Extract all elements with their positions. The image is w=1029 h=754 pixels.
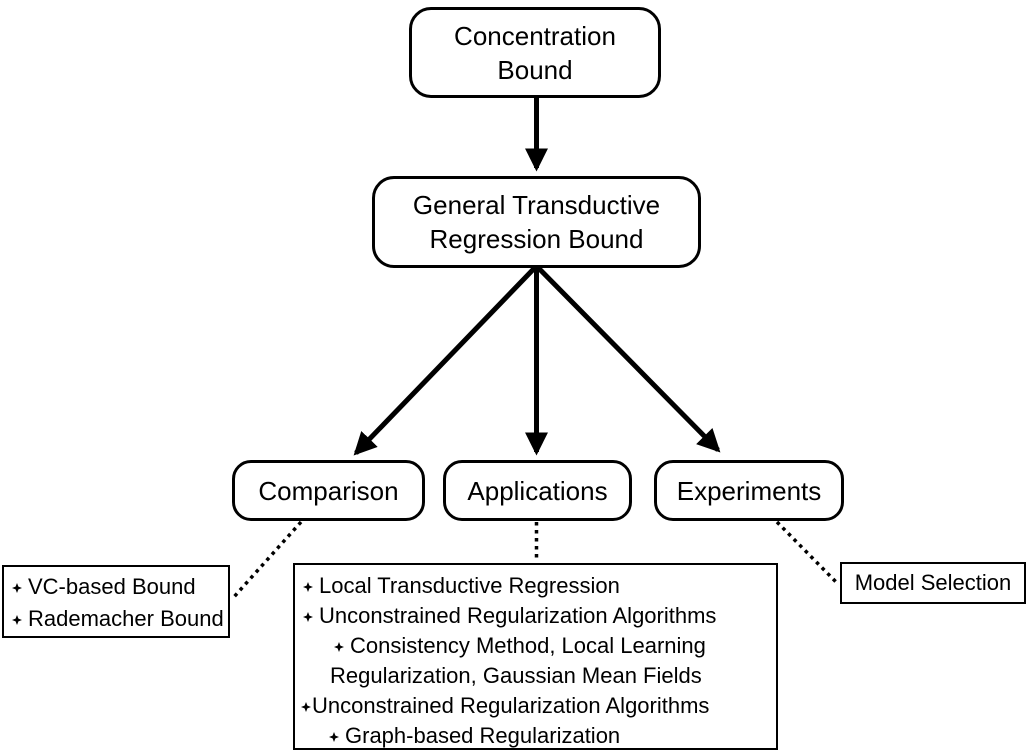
comparison-item-label: VC-based Bound (28, 574, 196, 599)
arrow-general-to-experiments (534, 264, 721, 453)
node-general-transductive-label: General Transductive Regression Bound (412, 190, 661, 254)
node-applications: Applications (443, 460, 632, 521)
model-selection-box: Model Selection (840, 562, 1026, 604)
list-item: Local Transductive Regression (303, 571, 770, 601)
star-bullet-icon (303, 612, 313, 622)
dotted-comparison-to-details (231, 520, 303, 600)
applications-item-label: Regularization, Gaussian Mean Fields (330, 663, 702, 688)
node-comparison: Comparison (232, 460, 425, 521)
list-item: VC-based Bound (12, 571, 222, 603)
star-bullet-icon (12, 583, 22, 593)
applications-item-label: Consistency Method, Local Learning (350, 633, 706, 658)
comparison-item-label: Rademacher Bound (28, 606, 224, 631)
node-comparison-label: Comparison (258, 475, 399, 506)
applications-details-box: Local Transductive Regression Unconstrai… (293, 563, 778, 750)
model-selection-label: Model Selection (854, 570, 1012, 595)
node-concentration-bound-label: Concentration Bound (454, 20, 616, 85)
node-applications-label: Applications (467, 475, 608, 506)
list-item-continuation: Regularization, Gaussian Mean Fields (330, 661, 770, 691)
list-item: Consistency Method, Local Learning (334, 631, 770, 661)
comparison-details-box: VC-based Bound Rademacher Bound (2, 565, 230, 638)
arrow-general-to-comparison (353, 264, 539, 456)
star-bullet-icon (329, 732, 339, 742)
applications-item-label: Local Transductive Regression (319, 573, 620, 598)
dotted-experiments-to-details (775, 520, 840, 586)
star-bullet-icon (12, 615, 22, 625)
node-general-transductive-regression-bound: General Transductive Regression Bound (372, 176, 701, 268)
applications-item-label: Graph-based Regularization (345, 723, 621, 748)
star-bullet-icon (303, 582, 313, 592)
node-experiments: Experiments (654, 460, 844, 521)
star-bullet-icon (334, 642, 344, 652)
node-concentration-bound: Concentration Bound (409, 7, 661, 98)
applications-item-label: Unconstrained Regularization Algorithms (312, 693, 710, 718)
star-bullet-icon (301, 702, 311, 712)
list-item: Graph-based Regularization (329, 721, 770, 751)
applications-item-label: Unconstrained Regularization Algorithms (319, 603, 717, 628)
list-item: Rademacher Bound (12, 603, 224, 635)
list-item: Unconstrained Regularization Algorithms (303, 601, 770, 631)
node-experiments-label: Experiments (676, 475, 822, 506)
list-item: Unconstrained Regularization Algorithms (301, 691, 770, 721)
